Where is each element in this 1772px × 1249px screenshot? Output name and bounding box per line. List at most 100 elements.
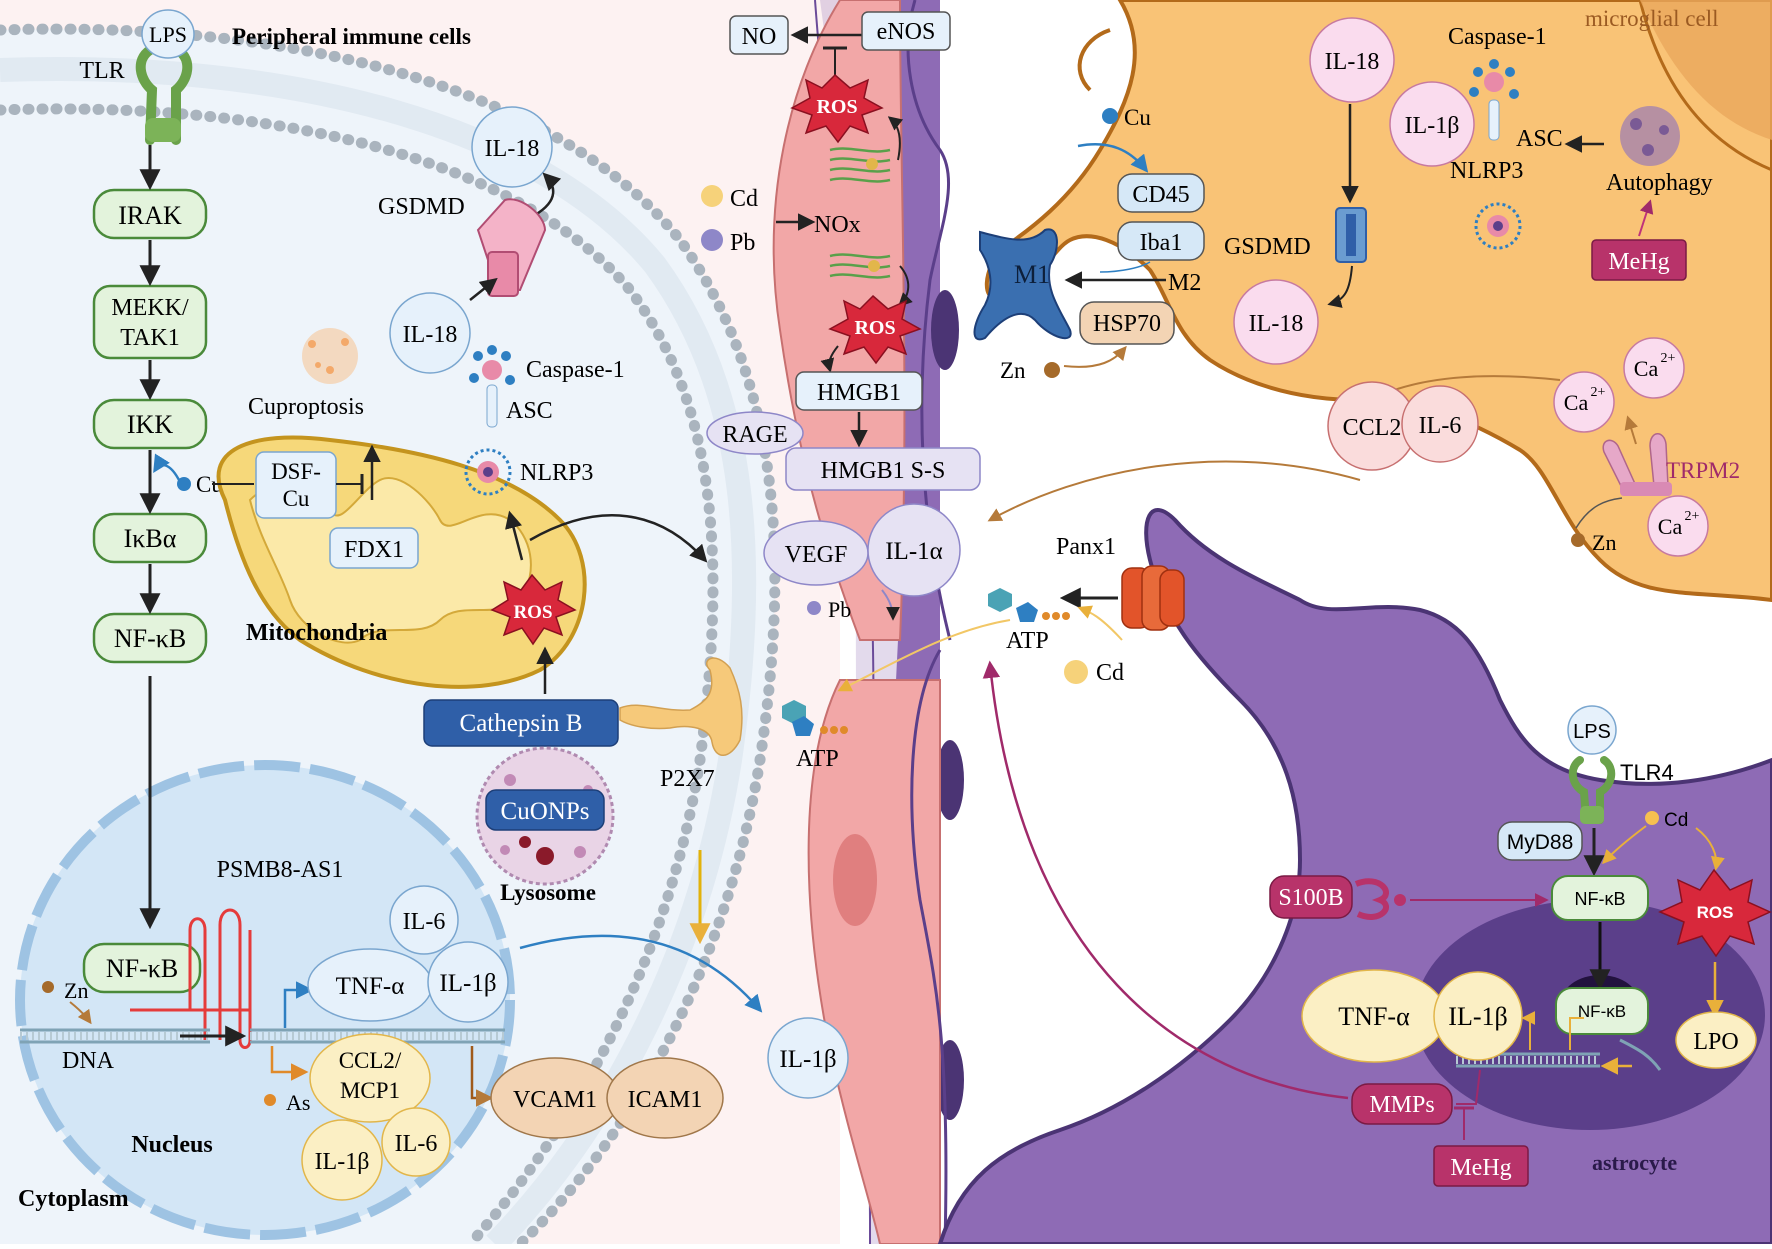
svg-text:MeHg: MeHg — [1450, 1155, 1511, 1181]
tnfa-astro-oval: TNF-α — [1301, 969, 1447, 1063]
as-label: As — [286, 1090, 310, 1115]
ros-star-vessel1 — [790, 73, 884, 144]
p2x7-label: P2X7 — [660, 766, 715, 792]
fdx1-box: FDX1 — [329, 527, 419, 569]
gsdmd-label-mg: GSDMD — [1224, 234, 1311, 260]
il1b-mg-circle: IL-1β — [1389, 81, 1475, 167]
svg-text:ROS: ROS — [513, 602, 552, 623]
svg-text:IRAK: IRAK — [118, 201, 182, 230]
lysosome-label: Lysosome — [500, 880, 596, 905]
m1-label: M1 — [1014, 260, 1050, 289]
rage-oval: RAGE — [706, 411, 804, 455]
panx1-label: Panx1 — [1056, 534, 1116, 560]
ikba-box: IκBα — [92, 512, 208, 564]
pb-label-mid: Pb — [730, 230, 755, 256]
cd-label-low: Cd — [1096, 660, 1124, 686]
il6-bubble-b: IL-6 — [395, 1131, 438, 1157]
svg-text:MCP1: MCP1 — [340, 1078, 400, 1103]
nfkb-astro-box2: NF-κB — [1555, 987, 1649, 1035]
membrane-protein-2 — [829, 253, 891, 279]
zn-label-mid: Zn — [1000, 358, 1026, 383]
ca-ion-3: Ca 2+ — [1647, 495, 1709, 557]
svg-text:IL-18: IL-18 — [1325, 49, 1380, 75]
svg-text:VEGF: VEGF — [785, 542, 848, 568]
myd88-box: MyD88 — [1497, 821, 1583, 861]
autophagy-label: Autophagy — [1606, 170, 1713, 196]
svg-text:NF-κB: NF-κB — [1575, 889, 1626, 909]
svg-text:CCL2: CCL2 — [1343, 415, 1402, 441]
s100b-box: S100B — [1269, 875, 1353, 919]
pb-label-low: Pb — [828, 597, 851, 622]
m2-label: M2 — [1168, 270, 1201, 296]
nlrp3-label-mg: NLRP3 — [1450, 158, 1523, 184]
nfkb-box-nucleus: NF-κB — [82, 942, 202, 994]
cathepsin-b-box: Cathepsin B — [423, 699, 619, 747]
ros-star-vessel2 — [828, 294, 922, 365]
dna-label: DNA — [62, 1048, 115, 1074]
gsdmd-label-left: GSDMD — [378, 194, 465, 220]
zn-label-right: Zn — [1592, 530, 1616, 555]
il18-bubble-top: IL-18 — [485, 136, 540, 162]
ca-ion-1: Ca 2+ — [1553, 371, 1615, 433]
svg-text:TNF-α: TNF-α — [1338, 1002, 1410, 1031]
svg-text:IL-6: IL-6 — [1419, 413, 1462, 439]
cd-label-mid: Cd — [730, 186, 758, 212]
atp-label-mid: ATP — [1006, 628, 1049, 654]
cell-membrane-inner — [0, 103, 719, 1249]
mitochondria-label: Mitochondria — [246, 620, 387, 646]
svg-text:HSP70: HSP70 — [1093, 311, 1161, 337]
svg-text:ROS: ROS — [854, 317, 895, 339]
ccl2-mcp1-bubble: CCL2/ — [339, 1048, 402, 1073]
svg-text:RAGE: RAGE — [722, 422, 787, 448]
svg-text:CuONPs: CuONPs — [501, 798, 590, 825]
il1b-secreted-bubble: IL-1β — [779, 1046, 836, 1073]
lpo-circle: LPO — [1675, 1011, 1757, 1069]
mehg-box-bottom: MeHg — [1433, 1145, 1529, 1187]
svg-text:2+: 2+ — [1591, 385, 1606, 400]
tlr4-receptor — [1568, 756, 1616, 824]
il18-bubble-mid: IL-18 — [403, 322, 458, 348]
mekk-tak1-box: MEKK/ TAK1 — [92, 284, 208, 360]
caspase-complex-mg — [1469, 59, 1519, 141]
nfkb-astro-box1: NF-κB — [1551, 875, 1649, 921]
il18-mg2-circle: IL-18 — [1233, 279, 1319, 365]
trpm2-label: TRPM2 — [1666, 458, 1740, 483]
svg-text:ROS: ROS — [1697, 903, 1734, 922]
tlr4-label: TLR4 — [1620, 760, 1674, 785]
cuonps-box: CuONPs — [485, 789, 605, 831]
cytoplasm-label: Cytoplasm — [18, 1186, 129, 1212]
membrane-protein-1 — [829, 147, 891, 183]
il6-bubble-a: IL-6 — [403, 909, 446, 935]
cuproptosis-label: Cuproptosis — [248, 394, 364, 420]
hmgb1-ss-box: HMGB1 S-S — [785, 447, 981, 491]
tnfa-bubble-a: TNF-α — [336, 973, 405, 1000]
svg-text:NF-κB: NF-κB — [1578, 1002, 1626, 1021]
il6-mg-circle: IL-6 — [1401, 385, 1479, 463]
hsp70-box: HSP70 — [1079, 301, 1175, 345]
il1b-astro-circle: IL-1β — [1433, 971, 1523, 1061]
nlrp3-complex-mg — [1474, 202, 1522, 250]
panx1-channel — [1121, 565, 1185, 631]
atp-molecule-mid — [988, 588, 1070, 622]
ros-star-astro — [1658, 868, 1772, 958]
autophagy-icon — [1620, 106, 1680, 166]
mehg-box-top: MeHg — [1591, 239, 1687, 281]
svg-text:MeHg: MeHg — [1608, 249, 1669, 275]
no-box: NO — [729, 15, 789, 55]
svg-text:2+: 2+ — [1685, 509, 1700, 524]
svg-text:TAK1: TAK1 — [120, 325, 179, 351]
svg-text:IL-1α: IL-1α — [885, 538, 943, 565]
zn-label-left: Zn — [64, 978, 88, 1003]
dsf-cu-box: DSF- Cu — [255, 451, 337, 519]
svg-text:HMGB1: HMGB1 — [817, 380, 901, 406]
svg-text:Cathepsin B: Cathepsin B — [460, 710, 583, 737]
svg-text:Cu: Cu — [283, 486, 310, 511]
svg-text:ROS: ROS — [816, 96, 857, 118]
svg-text:MEKK/: MEKK/ — [111, 295, 189, 321]
atp-label-left: ATP — [796, 746, 839, 772]
trpm2-channel — [1602, 433, 1672, 496]
caspase-complex-left — [469, 345, 515, 428]
cd-label-astro: Cd — [1664, 810, 1688, 831]
iba1-box: Iba1 — [1117, 221, 1205, 261]
